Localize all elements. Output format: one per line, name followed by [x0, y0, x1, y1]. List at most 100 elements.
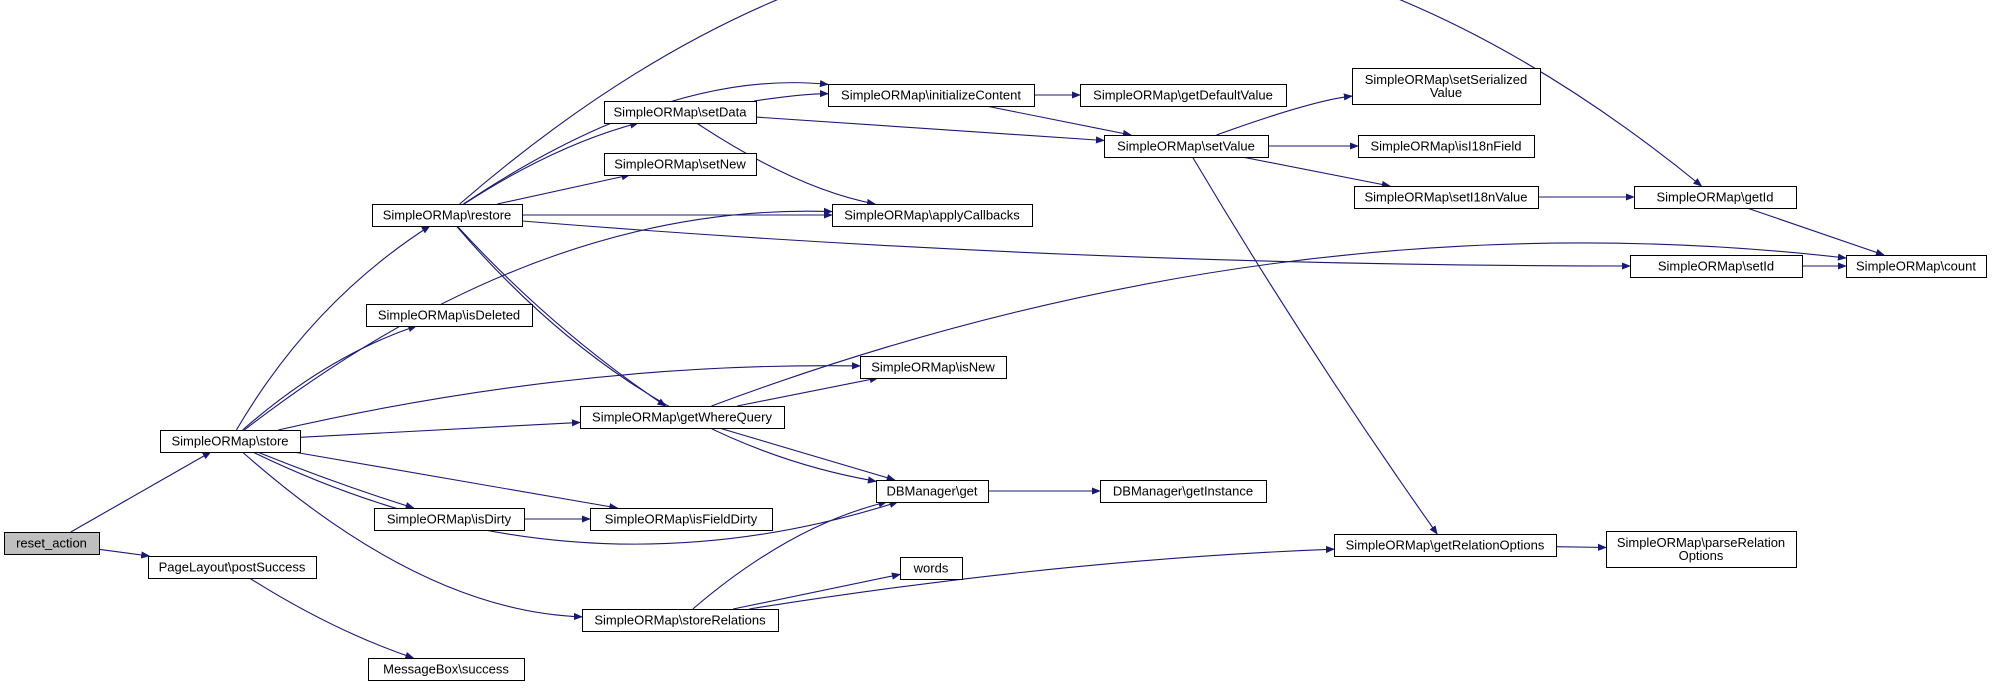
node-getInstance[interactable]: DBManager\getInstance — [1100, 480, 1267, 503]
edge-restore-getWhereQuery — [456, 225, 667, 407]
node-isNew[interactable]: SimpleORMap\isNew — [860, 356, 1007, 379]
edge-getWhereQuery-dbGet — [719, 427, 896, 482]
edge-store-applyCallbacks — [243, 207, 833, 431]
edge-restore-setId — [521, 220, 1631, 270]
node-box — [1354, 186, 1539, 209]
edge-postSuccess-msgSuccess — [249, 577, 415, 659]
node-reset_action[interactable]: reset_action — [4, 532, 100, 555]
node-label: SimpleORMap\setSerialized — [1365, 72, 1528, 87]
edge-store-getWhereQuery — [299, 419, 581, 438]
node-getDefaultValue[interactable]: SimpleORMap\getDefaultValue — [1080, 84, 1287, 107]
node-box — [832, 204, 1033, 227]
node-setData[interactable]: SimpleORMap\setData — [604, 101, 757, 124]
node-box — [366, 304, 533, 327]
node-words[interactable]: words — [900, 557, 963, 580]
node-postSuccess[interactable]: PageLayout\postSuccess — [148, 556, 317, 579]
node-setValue[interactable]: SimpleORMap\setValue — [1104, 135, 1269, 158]
node-count[interactable]: SimpleORMap\count — [1846, 255, 1987, 278]
edge-setValue-setI18nValue — [1241, 156, 1391, 188]
node-setI18nValue[interactable]: SimpleORMap\setI18nValue — [1354, 186, 1539, 209]
node-box — [1104, 135, 1269, 158]
node-getId[interactable]: SimpleORMap\getId — [1634, 186, 1797, 209]
call-edges — [70, 0, 1885, 659]
node-box — [372, 204, 523, 227]
edge-getRelationOptions-parseRelationOptions — [1555, 543, 1607, 551]
node-box — [1100, 480, 1267, 503]
node-isDirty[interactable]: SimpleORMap\isDirty — [374, 508, 525, 531]
node-isFieldDirty[interactable]: SimpleORMap\isFieldDirty — [590, 508, 773, 531]
edge-getWhereQuery-isNew — [737, 376, 879, 407]
node-label: SimpleORMap\setNew — [614, 157, 746, 172]
edge-restore-initializeContent — [463, 79, 829, 205]
edge-initializeContent-setValue — [985, 105, 1132, 137]
node-box — [1334, 534, 1557, 557]
node-box — [590, 508, 773, 531]
node-isI18nField[interactable]: SimpleORMap\isI18nField — [1358, 135, 1535, 158]
node-box — [1630, 255, 1803, 278]
edge-setData-setValue — [755, 116, 1105, 144]
node-label: SimpleORMap\setI18nValue — [1364, 190, 1527, 205]
edge-store-restore — [235, 225, 431, 431]
node-box — [876, 480, 989, 503]
node-box — [828, 84, 1035, 107]
node-label: SimpleORMap\getRelationOptions — [1346, 538, 1545, 553]
node-label: SimpleORMap\isI18nField — [1370, 139, 1521, 154]
node-label: MessageBox\success — [383, 662, 509, 677]
edge-restore-setNew — [497, 173, 631, 205]
node-box — [1080, 84, 1287, 107]
edge-store-isDirty — [257, 451, 415, 510]
node-box — [1358, 135, 1535, 158]
node-label: SimpleORMap\getId — [1656, 190, 1773, 205]
node-box — [860, 356, 1007, 379]
node-isDeleted[interactable]: SimpleORMap\isDeleted — [366, 304, 533, 327]
node-label: SimpleORMap\initializeContent — [841, 88, 1021, 103]
node-label: SimpleORMap\count — [1856, 259, 1976, 274]
node-applyCallbacks[interactable]: SimpleORMap\applyCallbacks — [832, 204, 1033, 227]
node-label: SimpleORMap\parseRelation — [1617, 535, 1785, 550]
node-box — [368, 658, 525, 681]
node-store[interactable]: SimpleORMap\store — [160, 430, 301, 453]
edge-getId-count — [1746, 207, 1885, 256]
node-label: PageLayout\postSuccess — [159, 560, 306, 575]
node-dbGet[interactable]: DBManager\get — [876, 480, 989, 503]
node-label: SimpleORMap\isDirty — [387, 512, 512, 527]
node-box — [160, 430, 301, 453]
edge-getWhereQuery-count — [711, 242, 1847, 407]
node-getRelationOptions[interactable]: SimpleORMap\getRelationOptions — [1334, 534, 1557, 557]
node-box — [604, 153, 757, 176]
node-initializeContent[interactable]: SimpleORMap\initializeContent — [828, 84, 1035, 107]
node-label: SimpleORMap\applyCallbacks — [844, 208, 1020, 223]
node-box — [604, 101, 757, 124]
edge-storeRelations-getRelationOptions — [749, 545, 1335, 610]
node-label: SimpleORMap\isNew — [871, 360, 995, 375]
edge-store-storeRelations — [242, 451, 583, 621]
node-box — [1352, 68, 1541, 105]
node-restore[interactable]: SimpleORMap\restore — [372, 204, 523, 227]
edge-reset_action-store — [70, 451, 212, 533]
node-setId[interactable]: SimpleORMap\setId — [1630, 255, 1803, 278]
edge-store-isNew — [278, 362, 861, 431]
node-box — [582, 609, 779, 632]
node-label: SimpleORMap\restore — [383, 208, 512, 223]
node-label: SimpleORMap\setData — [614, 105, 748, 120]
node-box — [374, 508, 525, 531]
node-label: SimpleORMap\setId — [1658, 259, 1774, 274]
node-label: SimpleORMap\setValue — [1117, 139, 1255, 154]
edge-storeRelations-words — [732, 572, 901, 610]
function-nodes: reset_action SimpleORMap\storePageLayout\… — [4, 68, 1987, 681]
node-setNew[interactable]: SimpleORMap\setNew — [604, 153, 757, 176]
node-msgSuccess[interactable]: MessageBox\success — [368, 658, 525, 681]
edge-store-dbGet — [252, 451, 899, 545]
node-getWhereQuery[interactable]: SimpleORMap\getWhereQuery — [580, 406, 785, 429]
node-box — [580, 406, 785, 429]
node-box — [900, 557, 963, 580]
edge-restore-dbGet — [455, 225, 877, 484]
edge-store-isFieldDirty — [293, 451, 619, 511]
node-box — [1634, 186, 1797, 209]
edge-storeRelations-dbGet — [692, 500, 888, 610]
node-storeRelations[interactable]: SimpleORMap\storeRelations — [582, 609, 779, 632]
node-label: SimpleORMap\isDeleted — [378, 308, 520, 323]
